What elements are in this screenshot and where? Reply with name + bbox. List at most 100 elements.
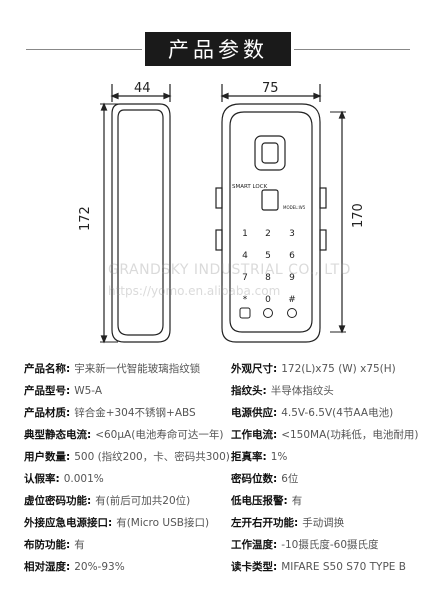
spec-item: 产品材质:锌合金+304不锈钢+ABS xyxy=(24,402,196,424)
spec-row: 认假率:0.001% 密码位数:6位 xyxy=(0,468,436,490)
keypad-key: # xyxy=(288,295,296,305)
spec-value: 有(前后可加共20位) xyxy=(95,495,191,507)
front-width-label: 75 xyxy=(262,81,279,96)
side-view xyxy=(100,84,172,344)
spec-row: 用户数量:500 (指纹200，卡、密码共300) 拒真率:1% xyxy=(0,446,436,468)
spec-key: 认假率: xyxy=(24,473,60,485)
spec-item: 低电压报警:有 xyxy=(231,490,302,512)
spec-key: 相对湿度: xyxy=(24,561,71,573)
keypad-key: * xyxy=(243,295,248,305)
spec-value: 有 xyxy=(291,495,303,507)
spec-value: 6位 xyxy=(281,473,299,485)
spec-row: 产品材质:锌合金+304不锈钢+ABS 电源供应:4.5V-6.5V(4节AA电… xyxy=(0,402,436,424)
spec-item: 密码位数:6位 xyxy=(231,468,298,490)
spec-row: 外接应急电源接口:有(Micro USB接口) 左开右开功能:手动调换 xyxy=(0,512,436,534)
spec-value: <150MA(功耗低，电池耐用) xyxy=(281,429,419,441)
spec-key: 指纹头: xyxy=(231,385,267,397)
spec-item: 左开右开功能:手动调换 xyxy=(231,512,344,534)
device-model-label: MODEL:W5 xyxy=(283,205,306,210)
watermark-url: https://yomo.en.alibaba.com xyxy=(108,284,281,298)
spec-key: 低电压报警: xyxy=(231,495,288,507)
spec-item: 电源供应:4.5V-6.5V(4节AA电池) xyxy=(231,402,393,424)
spec-value: 半导体指纹头 xyxy=(270,385,334,397)
spec-item: 认假率:0.001% xyxy=(24,468,104,490)
keypad-key: 7 xyxy=(242,273,248,283)
spec-key: 工作电流: xyxy=(231,429,278,441)
keypad-key: 5 xyxy=(265,251,271,261)
spec-row: 虚位密码功能:有(前后可加共20位) 低电压报警:有 xyxy=(0,490,436,512)
keypad: 1 2 3 4 5 6 7 8 9 * 0 # xyxy=(242,229,296,305)
keypad-key: 6 xyxy=(289,251,295,261)
person-icon xyxy=(263,308,273,318)
spec-value: 宇来新一代智能玻璃指纹锁 xyxy=(74,363,201,375)
lock-icon xyxy=(287,308,297,318)
spec-item: 产品名称:宇来新一代智能玻璃指纹锁 xyxy=(24,358,200,380)
spec-key: 产品材质: xyxy=(24,407,71,419)
spec-value: 172(L)x75 (W) x75(H) xyxy=(281,363,396,375)
watermark-company: GRANDSKY INDUSTRIAL CO., LTD xyxy=(108,262,351,278)
keypad-key: 8 xyxy=(265,273,271,283)
spec-value: 手动调换 xyxy=(302,517,345,529)
spec-item: 工作温度:-10摄氏度-60摄氏度 xyxy=(231,534,379,556)
title-divider-right xyxy=(294,49,410,50)
side-width-label: 44 xyxy=(134,81,151,96)
spec-item: 布防功能:有 xyxy=(24,534,85,556)
spec-key: 左开右开功能: xyxy=(231,517,299,529)
spec-key: 工作温度: xyxy=(231,539,278,551)
card-reader-icon xyxy=(239,307,251,319)
spec-key: 布防功能: xyxy=(24,539,71,551)
keypad-key: 2 xyxy=(265,229,271,239)
spec-value: 20%-93% xyxy=(74,561,125,573)
spec-value: 0.001% xyxy=(63,473,104,485)
spec-key: 外接应急电源接口: xyxy=(24,517,113,529)
spec-value: 有(Micro USB接口) xyxy=(116,517,210,529)
keypad-key: 3 xyxy=(289,229,295,239)
spec-row: 布防功能:有 工作温度:-10摄氏度-60摄氏度 xyxy=(0,534,436,556)
dimension-drawing: 44 172 75 170 SMART LOCK MODEL:W5 1 2 3 … xyxy=(78,81,366,344)
keypad-key: 9 xyxy=(289,273,295,283)
spec-item: 拒真率:1% xyxy=(231,446,287,468)
spec-key: 用户数量: xyxy=(24,451,71,463)
spec-key: 电源供应: xyxy=(231,407,278,419)
spec-item: 相对湿度:20%-93% xyxy=(24,556,125,578)
spec-row: 典型静态电流:<60µA(电池寿命可达一年) 工作电流:<150MA(功耗低，电… xyxy=(0,424,436,446)
spec-value: 1% xyxy=(270,451,288,463)
spec-item: 读卡类型:MIFARE S50 S70 TYPE B xyxy=(231,556,406,578)
spec-key: 读卡类型: xyxy=(231,561,278,573)
spec-row: 产品型号:W5-A 指纹头:半导体指纹头 xyxy=(0,380,436,402)
spec-value: 锌合金+304不锈钢+ABS xyxy=(74,407,196,419)
side-height-label: 172 xyxy=(78,206,93,231)
spec-item: 典型静态电流:<60µA(电池寿命可达一年) xyxy=(24,424,223,446)
spec-key: 虚位密码功能: xyxy=(24,495,92,507)
spec-row: 产品名称:宇来新一代智能玻璃指纹锁 外观尺寸:172(L)x75 (W) x75… xyxy=(0,358,436,380)
spec-key: 密码位数: xyxy=(231,473,278,485)
spec-value: -10摄氏度-60摄氏度 xyxy=(281,539,379,551)
title-divider-left xyxy=(26,49,142,50)
front-view xyxy=(215,84,346,343)
spec-key: 外观尺寸: xyxy=(231,363,278,375)
spec-item: 外观尺寸:172(L)x75 (W) x75(H) xyxy=(231,358,396,380)
spec-item: 虚位密码功能:有(前后可加共20位) xyxy=(24,490,190,512)
spec-item: 用户数量:500 (指纹200，卡、密码共300) xyxy=(24,446,230,468)
spec-row: 相对湿度:20%-93% 读卡类型:MIFARE S50 S70 TYPE B xyxy=(0,556,436,578)
spec-key: 产品型号: xyxy=(24,385,71,397)
keypad-key: 1 xyxy=(242,229,248,239)
spec-value: 4.5V-6.5V(4节AA电池) xyxy=(281,407,394,419)
page-title: 产品参数 xyxy=(145,32,291,66)
spec-value: <60µA(电池寿命可达一年) xyxy=(95,429,224,441)
spec-item: 产品型号:W5-A xyxy=(24,380,102,402)
spec-value: MIFARE S50 S70 TYPE B xyxy=(281,561,406,573)
spec-item: 指纹头:半导体指纹头 xyxy=(231,380,334,402)
spec-key: 产品名称: xyxy=(24,363,71,375)
spec-key: 拒真率: xyxy=(231,451,267,463)
device-brand-label: SMART LOCK xyxy=(232,184,268,190)
keypad-key: 4 xyxy=(242,251,248,261)
spec-value: 有 xyxy=(74,539,85,551)
spec-value: 500 (指纹200，卡、密码共300) xyxy=(74,451,230,463)
spec-item: 外接应急电源接口:有(Micro USB接口) xyxy=(24,512,209,534)
spec-item: 工作电流:<150MA(功耗低，电池耐用) xyxy=(231,424,418,446)
spec-value: W5-A xyxy=(74,385,103,397)
front-height-label: 170 xyxy=(351,203,366,228)
spec-key: 典型静态电流: xyxy=(24,429,92,441)
keypad-key: 0 xyxy=(265,295,271,305)
